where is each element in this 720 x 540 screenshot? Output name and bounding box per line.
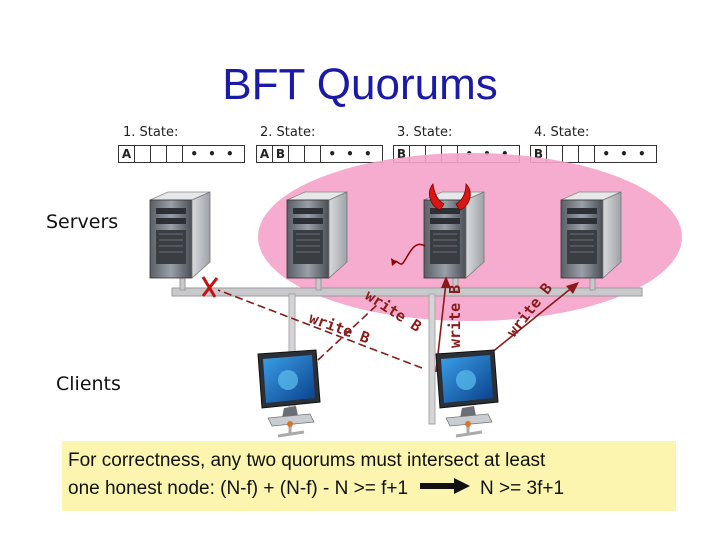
state-cell: B [394,146,410,162]
state-cell [135,146,151,162]
page-title: BFT Quorums [222,60,498,109]
note-conclusion: N >= 3f+1 [480,478,565,499]
server-icon [560,191,622,279]
right-arrow-icon [420,475,471,503]
write-label: write B [307,309,373,348]
server-icon [286,191,348,279]
state-box: A B • • • [256,145,383,163]
write-arrow [317,303,379,361]
state-label: 4. State: [534,125,590,140]
devil-horns-icon [429,183,471,211]
state-cell [289,146,305,162]
write-label: write B [446,285,464,348]
note-line-2: one honest node: (N-f) + (N-f) - N >= f+… [68,475,670,503]
write-arrow-failed [217,289,423,369]
state-cell [563,146,579,162]
desktop-computer-icon [435,349,499,438]
client-link [428,293,436,425]
devil-tail-tip-icon [391,258,397,266]
state-cell: B [531,146,547,162]
state-ellipsis: • • • [328,147,375,161]
state-ellipsis: • • • [602,147,649,161]
correctness-note: For correctness, any two quorums must in… [62,441,676,511]
server-icon [149,191,211,279]
state-label: 2. State: [260,125,316,140]
state-cell: A [257,146,273,162]
state-label: 3. State: [397,125,453,140]
arrow-head-icon [566,282,579,294]
server-network-bus [171,287,643,297]
state-cell: B [273,146,289,162]
state-box: B • • • [530,145,657,163]
state-cell [410,146,426,162]
servers-label: Servers [46,211,119,233]
state-cell [547,146,563,162]
state-cell: A [119,146,135,162]
desktop-computer-icon [257,349,321,438]
devil-tail-icon [392,243,426,265]
note-line-1: For correctness, any two quorums must in… [68,450,546,471]
state-cell [579,146,595,162]
state-label: 1. State: [123,125,179,140]
x-mark-icon [201,276,219,298]
state-box: A • • • [118,145,245,163]
state-ellipsis: • • • [190,147,237,161]
clients-label: Clients [56,373,121,395]
note-equation: one honest node: (N-f) + (N-f) - N >= f+… [68,478,409,499]
state-cell [151,146,167,162]
state-cell [167,146,183,162]
state-cell [305,146,321,162]
arrow-head-icon [441,276,451,288]
